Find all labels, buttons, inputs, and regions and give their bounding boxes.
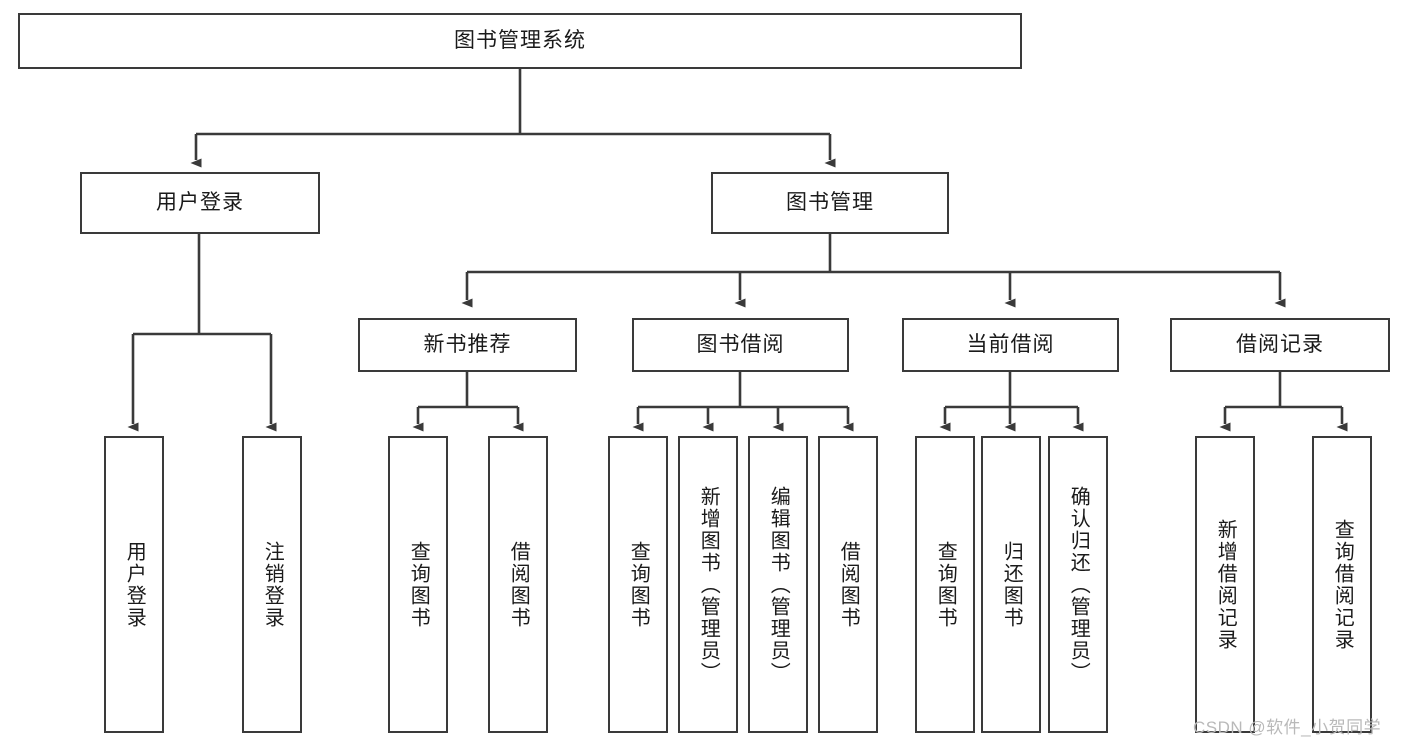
leaf-user-login[interactable]: 用户登录 <box>104 436 164 733</box>
leaf-query-book-recommend[interactable]: 查询图书 <box>388 436 448 733</box>
leaf-add-borrow-record[interactable]: 新增借阅记录 <box>1195 436 1255 733</box>
node-label: 查询图书 <box>934 540 957 629</box>
node-label: 借阅图书 <box>837 540 860 629</box>
node-label: 查询借阅记录 <box>1331 518 1354 651</box>
leaf-query-book-borrow[interactable]: 查询图书 <box>608 436 668 733</box>
leaf-add-book-admin[interactable]: 新增图书（管理员） <box>678 436 738 733</box>
leaf-query-book-current[interactable]: 查询图书 <box>915 436 975 733</box>
watermark: CSDN @软件_小贺同学 <box>1193 718 1382 737</box>
leaf-query-borrow-record[interactable]: 查询借阅记录 <box>1312 436 1372 733</box>
node-current-borrow[interactable]: 当前借阅 <box>902 318 1119 372</box>
leaf-borrow-book[interactable]: 借阅图书 <box>818 436 878 733</box>
node-root-system[interactable]: 图书管理系统 <box>18 13 1022 69</box>
node-label: 当前借阅 <box>966 333 1055 357</box>
node-label: 图书管理系统 <box>454 29 586 53</box>
leaf-edit-book-admin[interactable]: 编辑图书（管理员） <box>748 436 808 733</box>
node-label: 注销登录 <box>261 540 284 629</box>
node-label: 用户登录 <box>123 540 146 629</box>
node-label: 图书借阅 <box>696 333 785 357</box>
node-borrow-record[interactable]: 借阅记录 <box>1170 318 1390 372</box>
node-book-borrow[interactable]: 图书借阅 <box>632 318 849 372</box>
leaf-borrow-book-recommend[interactable]: 借阅图书 <box>488 436 548 733</box>
node-label: 查询图书 <box>627 540 650 629</box>
node-label: 图书管理 <box>786 191 874 215</box>
node-label: 确认归还（管理员） <box>1067 485 1090 684</box>
node-label: 归还图书 <box>1000 540 1023 629</box>
leaf-confirm-return-admin[interactable]: 确认归还（管理员） <box>1048 436 1108 733</box>
node-label: 新增图书（管理员） <box>697 485 720 684</box>
node-new-book-recommend[interactable]: 新书推荐 <box>358 318 577 372</box>
node-label: 借阅图书 <box>507 540 530 629</box>
node-label: 新书推荐 <box>423 333 512 357</box>
node-user-login[interactable]: 用户登录 <box>80 172 320 234</box>
node-label: 借阅记录 <box>1236 333 1324 357</box>
node-label: 查询图书 <box>407 540 430 629</box>
node-label: 编辑图书（管理员） <box>767 485 790 684</box>
node-label: 新增借阅记录 <box>1214 518 1237 651</box>
node-book-management[interactable]: 图书管理 <box>711 172 949 234</box>
leaf-return-book[interactable]: 归还图书 <box>981 436 1041 733</box>
leaf-logout[interactable]: 注销登录 <box>242 436 302 733</box>
node-label: 用户登录 <box>156 191 244 215</box>
